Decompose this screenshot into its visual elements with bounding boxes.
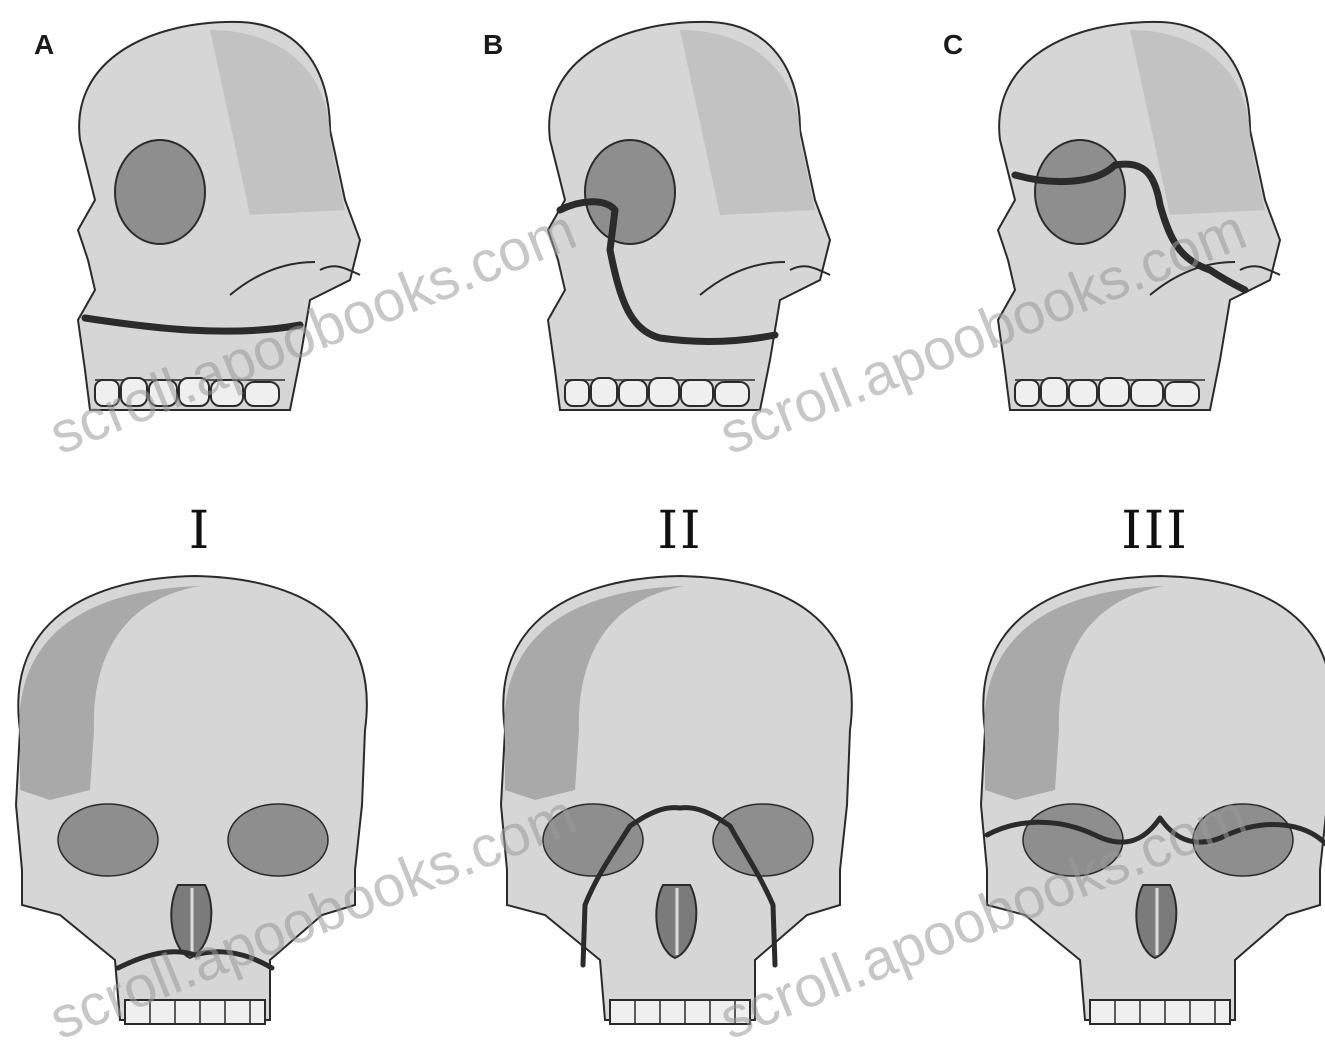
numeral-i: I [189, 501, 212, 561]
numeral-ii: II [657, 501, 702, 561]
panel-letter-c: C [943, 29, 963, 60]
panel-iii-frontal-skull [981, 576, 1325, 1024]
panel-letter-b: B [483, 29, 503, 60]
panel-letter-a: A [34, 29, 54, 60]
panel-b-lateral-skull [548, 22, 830, 410]
numeral-iii: III [1121, 501, 1189, 561]
